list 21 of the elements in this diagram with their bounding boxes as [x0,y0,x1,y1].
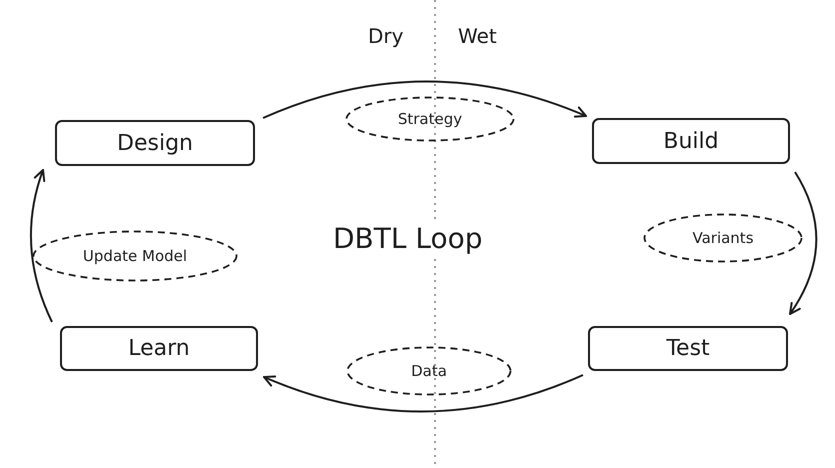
process-box [55,120,255,166]
process-box [592,118,790,164]
node-label: Strategy [398,110,462,128]
arrow [789,172,818,315]
dashed-ellipse [346,346,512,396]
dashed-ellipse [643,213,803,263]
dashed-ellipse [32,230,238,282]
dashed-ellipse [345,96,515,142]
center-label: DBTL Loop [333,222,483,255]
node-label: Update Model [82,247,188,265]
node-label: Variants [692,229,754,247]
node-label: Design [117,130,193,156]
node-label: Build [663,128,719,154]
arrow [30,169,53,322]
arrow [262,80,587,119]
process-box [60,326,258,371]
arrow [263,374,584,412]
process-box [588,326,788,371]
node-label: Learn [128,336,190,361]
node-label: Test [666,336,710,361]
node-label: Data [411,362,447,380]
